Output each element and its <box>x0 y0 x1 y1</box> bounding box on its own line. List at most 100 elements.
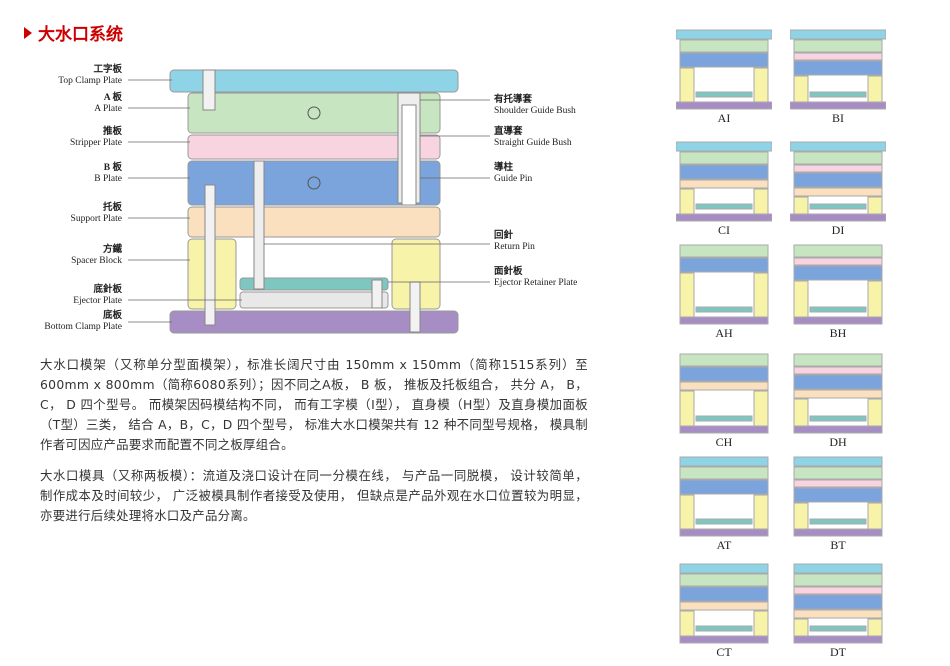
thumb-spacer-right <box>867 502 883 530</box>
thumb-spacer-right <box>753 390 769 427</box>
thumb-ejector <box>695 203 753 210</box>
thumb-plate-stripper <box>793 52 883 61</box>
thumb-plate-bottom <box>789 101 887 110</box>
thumbnail-bh: BH <box>790 243 886 340</box>
thumb-plate-bottom <box>679 528 769 537</box>
thumbnail-label: AT <box>716 538 732 552</box>
thumb-plate-support <box>793 609 883 619</box>
thumb-ejector <box>695 415 753 422</box>
thumb-plate-a <box>679 39 769 53</box>
thumb-plate-b <box>679 257 769 273</box>
thumb-spacer-left <box>793 196 809 215</box>
thumb-plate-b <box>793 265 883 281</box>
thumbnail-at: AT <box>676 455 772 552</box>
label-bottom-clamp-zh: 底板 <box>102 309 123 321</box>
label-top-clamp-en: Top Clamp Plate <box>58 76 122 86</box>
screw-top <box>202 69 216 111</box>
thumb-plate-a <box>793 244 883 258</box>
top-clamp-plate <box>169 69 459 93</box>
thumb-plate-stripper <box>793 479 883 488</box>
thumb-plate-bottom <box>679 425 769 434</box>
thumb-plate-top <box>789 141 887 152</box>
thumb-spacer-right <box>753 272 769 318</box>
thumb-ejector <box>809 91 867 98</box>
thumb-ejector <box>809 625 867 632</box>
label-straight-bush-en: Straight Guide Bush <box>494 138 572 148</box>
thumb-plate-b <box>679 164 769 180</box>
thumb-plate-support <box>679 381 769 391</box>
thumb-plate-support <box>793 389 883 399</box>
label-spacer-zh: 方鐵 <box>103 243 123 255</box>
label-support-zh: 托板 <box>103 201 123 213</box>
label-guide-pin-zh: 導柱 <box>494 161 514 173</box>
thumb-spacer-left <box>679 610 695 637</box>
thumb-plate-b <box>679 52 769 68</box>
thumb-ejector <box>809 518 867 525</box>
support-plate <box>187 206 441 238</box>
thumb-spacer-right <box>753 610 769 637</box>
thumb-plate-stripper <box>793 366 883 375</box>
label-b-plate-en: B Plate <box>94 174 122 184</box>
label-a-plate-zh: A 板 <box>104 91 123 103</box>
thumb-ejector <box>695 518 753 525</box>
screw-ejector <box>371 279 383 309</box>
thumb-spacer-left <box>679 272 695 318</box>
thumb-spacer-right <box>867 196 883 215</box>
thumb-plate-support <box>679 601 769 611</box>
thumb-plate-stripper <box>793 257 883 266</box>
thumbnail-label: AH <box>715 326 733 340</box>
thumb-spacer-left <box>793 502 809 530</box>
thumbnail-label: BT <box>830 538 846 552</box>
guide-bush <box>401 104 417 206</box>
thumb-spacer-right <box>753 494 769 530</box>
thumb-plate-top <box>675 141 773 152</box>
thumb-plate-a <box>793 466 883 480</box>
thumbnail-label: BI <box>832 111 844 125</box>
section-title: 大水口系统 <box>24 20 123 45</box>
thumb-plate-a <box>679 573 769 587</box>
triangle-bullet-icon <box>24 26 32 39</box>
label-return-pin-en: Return Pin <box>494 242 535 252</box>
thumb-spacer-right <box>867 280 883 318</box>
thumb-ejector <box>695 625 753 632</box>
thumb-plate-a <box>793 353 883 367</box>
thumb-ejector <box>809 306 867 313</box>
label-ejector-retainer-zh: 面針板 <box>494 265 523 277</box>
label-guide-pin-en: Guide Pin <box>494 174 533 184</box>
ejector-plate <box>239 291 389 309</box>
center-mark-b <box>307 176 321 190</box>
label-top-clamp-zh: 工字板 <box>93 63 122 75</box>
thumb-plate-a <box>679 151 769 165</box>
label-shoulder-bush-zh: 有托導套 <box>494 93 533 105</box>
description-paragraph-1: 大水口模架（又称单分型面模架），标准长阔尺寸由 150mm x 150mm（简称… <box>40 357 588 452</box>
thumb-plate-bottom <box>789 213 887 222</box>
label-stripper-en: Stripper Plate <box>70 138 122 148</box>
label-a-plate-en: A Plate <box>94 104 122 114</box>
thumb-plate-a <box>793 151 883 165</box>
thumb-plate-stripper <box>793 164 883 173</box>
thumb-plate-top <box>789 29 887 40</box>
label-straight-bush-zh: 直導套 <box>494 125 523 137</box>
thumb-spacer-left <box>679 67 695 103</box>
thumb-spacer-left <box>679 494 695 530</box>
thumb-plate-bottom <box>679 635 769 644</box>
thumbnail-label: DT <box>830 645 846 659</box>
thumb-plate-b <box>679 586 769 602</box>
thumb-ejector <box>809 203 867 210</box>
thumb-plate-bottom <box>679 316 769 325</box>
thumb-plate-b <box>679 479 769 495</box>
thumb-plate-support <box>679 179 769 189</box>
thumb-plate-top <box>679 563 769 574</box>
thumb-spacer-left <box>679 188 695 215</box>
label-ejector-en: Ejector Plate <box>73 296 122 306</box>
label-spacer-en: Spacer Block <box>71 256 122 266</box>
thumbnail-ai: AI <box>675 28 773 125</box>
description-paragraph-2: 大水口模具（又称两板模）：流道及浇口设计在同一分模在线， 与产品一同脱模， 设计… <box>40 468 588 523</box>
thumb-plate-b <box>679 366 769 382</box>
label-ejector-zh: 底針板 <box>92 283 122 295</box>
thumbnail-label: BH <box>829 326 847 340</box>
thumbnail-label: CH <box>715 435 733 449</box>
thumbnail-bt: BT <box>790 455 886 552</box>
thumb-spacer-right <box>867 618 883 637</box>
mold-base-diagram: 工字板 Top Clamp Plate A 板 A Plate 推板 Strip… <box>44 63 577 334</box>
